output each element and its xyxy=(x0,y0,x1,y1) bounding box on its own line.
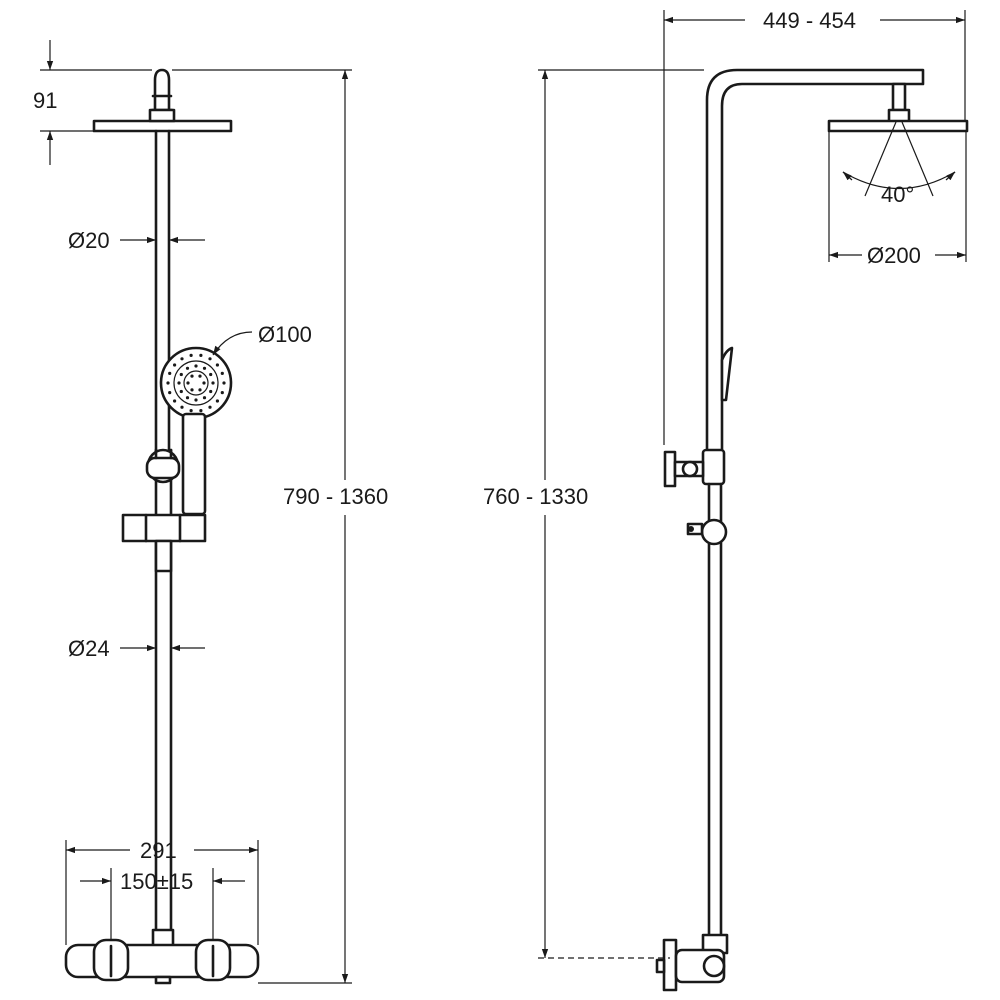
spray-nozzle xyxy=(179,372,183,377)
label-d100: Ø100 xyxy=(258,322,312,347)
dimension-spray-angle: 40° xyxy=(842,121,956,207)
label-d24: Ø24 xyxy=(68,636,110,661)
spray-nozzle xyxy=(220,371,224,375)
label-d200: Ø200 xyxy=(867,243,921,268)
spray-nozzle xyxy=(208,405,212,409)
dimension-bar-diameter: Ø24 xyxy=(68,636,205,661)
overhead-shower-head-front xyxy=(92,68,233,133)
dimension-total-height-front: 790 - 1360 xyxy=(172,69,388,984)
riser-and-arm-side xyxy=(705,68,969,452)
spray-nozzle xyxy=(173,399,177,403)
hose-hook-side xyxy=(720,346,734,402)
spray-nozzle xyxy=(209,389,213,394)
spray-nozzle xyxy=(202,396,207,400)
spray-nozzle xyxy=(215,399,219,403)
thermostatic-mixer-front xyxy=(64,928,260,985)
spray-nozzle xyxy=(194,398,198,402)
thermostatic-mixer-side xyxy=(655,933,729,992)
dimension-inlet-centers: 150±15 xyxy=(80,868,245,940)
label-760-1330: 760 - 1330 xyxy=(483,484,588,509)
spray-nozzle xyxy=(222,381,226,385)
label-d20: Ø20 xyxy=(68,228,110,253)
spray-nozzle xyxy=(166,381,170,385)
dimension-riser-diameter: Ø20 xyxy=(68,228,205,253)
spray-nozzle xyxy=(208,357,212,361)
spray-nozzle xyxy=(215,363,219,367)
spray-nozzle xyxy=(199,409,203,413)
spray-nozzle xyxy=(180,357,184,361)
spray-nozzle xyxy=(202,366,207,370)
spray-nozzle xyxy=(180,405,184,409)
spray-nozzle xyxy=(211,381,215,385)
spray-nozzle xyxy=(177,381,181,385)
label-790-1360: 790 - 1360 xyxy=(283,484,388,509)
dimension-handshower-diameter: Ø100 xyxy=(212,322,312,356)
diverter-knob-side xyxy=(663,450,705,488)
handshower-holder-front xyxy=(121,513,207,573)
spray-nozzle xyxy=(189,409,193,413)
spray-nozzle xyxy=(199,353,203,357)
spray-nozzle xyxy=(185,396,190,400)
spray-nozzle xyxy=(190,388,194,392)
front-view: 91 Ø20 Ø100 Ø24 790 - 1360 xyxy=(33,40,388,985)
spray-nozzle xyxy=(189,353,193,357)
dimension-head-diameter: Ø200 xyxy=(828,131,967,268)
lower-bar-side xyxy=(686,448,728,937)
spray-nozzle xyxy=(198,374,202,378)
label-291: 291 xyxy=(140,838,177,863)
dimension-valve-width: 291 xyxy=(65,838,259,945)
dimension-arm-reach: 449 - 454 xyxy=(663,8,966,445)
label-150-15: 150±15 xyxy=(120,869,193,894)
label-40-deg: 40° xyxy=(881,182,914,207)
spray-nozzle xyxy=(179,389,183,394)
bar-clamp-front xyxy=(145,448,181,484)
label-449-454: 449 - 454 xyxy=(763,8,856,33)
spray-nozzle xyxy=(194,364,198,368)
spray-nozzle xyxy=(202,381,206,385)
spray-nozzle xyxy=(173,363,177,367)
side-view: 449 - 454 40° Ø200 760 - 1330 xyxy=(483,8,969,992)
spray-nozzle xyxy=(168,391,172,395)
spray-nozzle xyxy=(185,366,190,370)
dimension-total-height-side: 760 - 1330 xyxy=(483,69,704,959)
dimension-head-height: 91 xyxy=(33,40,152,165)
spray-nozzle xyxy=(220,391,224,395)
spray-nozzles xyxy=(166,353,226,413)
spray-nozzle xyxy=(209,372,213,377)
spray-nozzle xyxy=(168,371,172,375)
spray-nozzle xyxy=(198,388,202,392)
label-91: 91 xyxy=(33,88,57,113)
spray-nozzle xyxy=(186,381,190,385)
spray-nozzle xyxy=(190,374,194,378)
